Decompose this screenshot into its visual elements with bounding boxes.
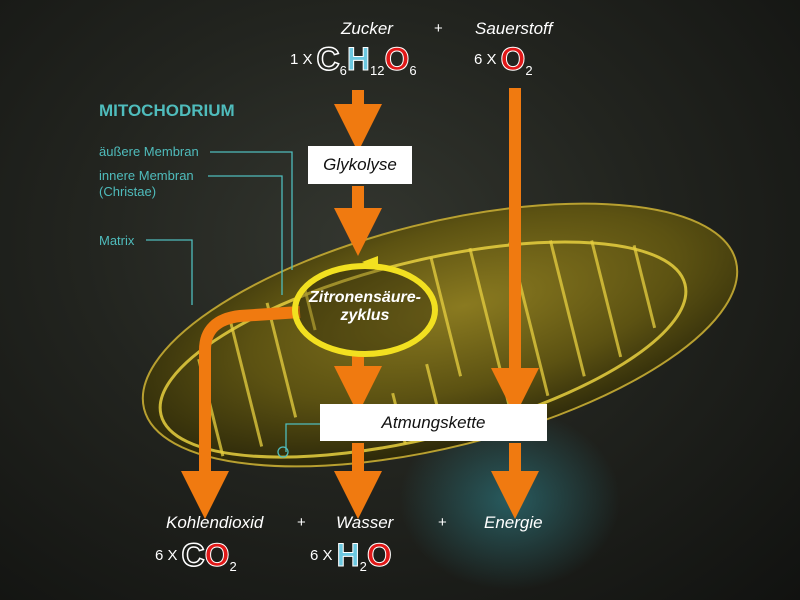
element-h: H	[336, 537, 360, 573]
leader-lines	[146, 151, 320, 458]
co2-count: 6 X	[155, 547, 178, 564]
element-o: O	[500, 41, 526, 77]
citric-cycle-ring	[292, 256, 438, 357]
input-plus: +	[434, 20, 443, 37]
formula-glucose: 1 X C 6 H 12 O 6	[290, 41, 417, 78]
output-plus-1: +	[297, 514, 306, 531]
formula-water: 6 X H 2 O	[310, 537, 392, 575]
subscript: 6	[409, 63, 417, 78]
output-water-name: Wasser	[336, 513, 394, 532]
citric-cycle-line2: zyklus	[340, 307, 390, 324]
formula-co2: 6 X C O 2	[155, 537, 237, 574]
element-h: H	[346, 41, 370, 77]
input-oxygen-name: Sauerstoff	[475, 19, 553, 38]
respiratory-chain-box: Atmungskette	[320, 404, 547, 441]
label-inner-membrane-sub: (Christae)	[99, 184, 157, 199]
element-c: C	[181, 537, 206, 573]
formula-oxygen: 6 X O 2	[474, 41, 533, 79]
subscript: 2	[525, 63, 533, 78]
output-energy-name: Energie	[484, 513, 543, 532]
label-inner-membrane: innere Membran	[99, 168, 194, 183]
element-o: O	[366, 537, 392, 573]
subscript: 2	[229, 559, 237, 574]
output-co2-name: Kohlendioxid	[166, 513, 264, 532]
glycolysis-box: Glykolyse	[308, 146, 412, 184]
diagram-title: MITOCHODRIUM	[99, 101, 235, 120]
input-sugar-name: Zucker	[341, 19, 393, 38]
citric-cycle-label: Zitronensäure- zyklus	[295, 289, 435, 325]
element-c: C	[316, 41, 341, 77]
oxygen-count: 6 X	[474, 51, 497, 68]
label-matrix: Matrix	[99, 233, 135, 248]
subscript: 2	[359, 559, 367, 574]
label-outer-membrane: äußere Membran	[99, 144, 199, 159]
output-plus-2: +	[438, 514, 447, 531]
element-o: O	[204, 537, 230, 573]
citric-cycle-line1: Zitronensäure-	[308, 289, 421, 306]
arrow-cycle-to-co2	[181, 306, 301, 519]
flow-arrows	[181, 88, 539, 519]
water-count: 6 X	[310, 547, 333, 564]
subscript: 12	[369, 63, 385, 78]
subscript: 6	[339, 63, 347, 78]
glucose-count: 1 X	[290, 51, 313, 68]
element-o: O	[384, 41, 410, 77]
